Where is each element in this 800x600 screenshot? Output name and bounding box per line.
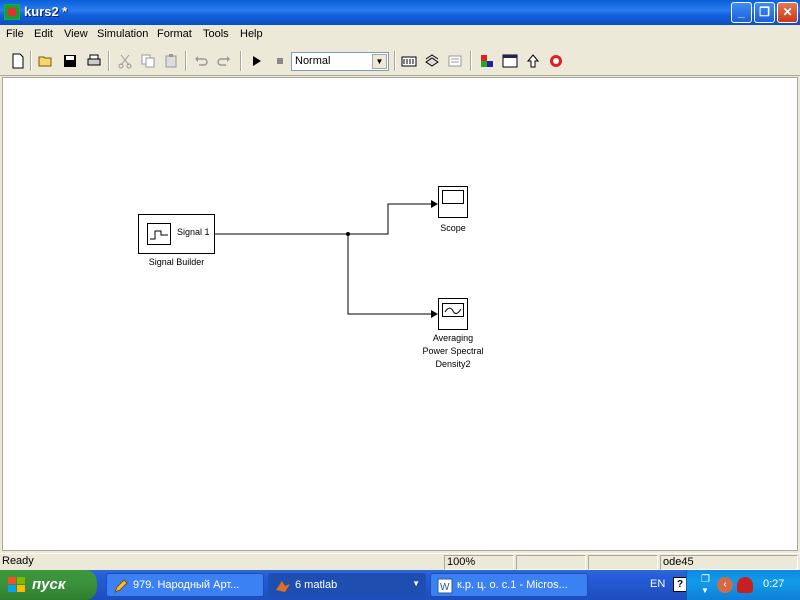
task-button-matlab[interactable]: 6 matlab ▼ [268, 573, 426, 597]
toolbar-separator [30, 51, 32, 71]
simulink-app-icon[interactable] [4, 4, 20, 20]
psd-caption-line2: Power Spectral [422, 346, 484, 356]
antivirus-shield-icon[interactable] [737, 577, 753, 593]
signal-builder-caption: Signal Builder [148, 257, 205, 267]
psd-caption-line3: Density2 [435, 359, 471, 369]
arrowhead-psd [431, 310, 438, 318]
task-label: 6 matlab [295, 579, 338, 591]
task-button-word[interactable]: W к.р. ц. о. с.1 - Micros... [430, 573, 588, 597]
signal-builder-icon [147, 223, 171, 245]
go-to-parent-icon[interactable] [525, 53, 541, 69]
scope-screen-icon [442, 190, 464, 204]
redo-icon[interactable] [216, 53, 232, 69]
menu-format[interactable]: Format [157, 28, 192, 40]
help-icon[interactable]: ? [673, 577, 687, 592]
update-diagram-icon[interactable] [424, 53, 440, 69]
cut-icon[interactable] [117, 53, 133, 69]
solver-name: ode45 [660, 555, 798, 570]
chevron-down-icon[interactable]: ▼ [701, 586, 709, 595]
toolbar-separator [394, 51, 396, 71]
expand-tray-icon[interactable]: ‹ [717, 577, 733, 593]
psd-spectrum-icon [442, 303, 464, 317]
task-label: 979. Народный Арт... [133, 579, 240, 591]
task-label: к.р. ц. о. с.1 - Micros... [457, 579, 568, 591]
menu-bar: File Edit View Simulation Format Tools H… [0, 25, 800, 45]
word-icon: W [437, 578, 453, 594]
status-cell-empty [516, 555, 586, 570]
toolbar-separator [470, 51, 472, 71]
menu-edit[interactable]: Edit [34, 28, 53, 40]
windows-logo-icon [8, 577, 25, 592]
status-text: Ready [2, 555, 34, 567]
arrowhead-scope [431, 200, 438, 208]
title-bar: kurs2 * _ ❐ ✕ [0, 0, 800, 25]
restore-button[interactable]: ❐ [754, 2, 775, 23]
copy-icon[interactable] [140, 53, 156, 69]
paste-icon[interactable] [163, 53, 179, 69]
signal-line-to-psd[interactable] [347, 234, 436, 315]
matlab-icon [276, 581, 290, 592]
psd-caption-line1: Averaging [432, 333, 474, 343]
menu-view[interactable]: View [64, 28, 88, 40]
scope-block[interactable] [438, 186, 468, 218]
zoom-level: 100% [444, 555, 514, 570]
print-icon[interactable] [86, 53, 102, 69]
start-button[interactable]: пуск [0, 570, 97, 600]
signal-line-to-scope[interactable] [348, 203, 436, 235]
task-button-browser[interactable]: 979. Народный Арт... [106, 573, 264, 597]
taskbar: пуск 979. Народный Арт... 6 matlab ▼ W к… [0, 570, 800, 600]
menu-file[interactable]: File [6, 28, 24, 40]
chevron-down-icon[interactable]: ▼ [372, 54, 387, 69]
signal-builder-block[interactable]: Signal 1 [138, 214, 215, 254]
undo-icon[interactable] [193, 53, 209, 69]
build-icon[interactable] [401, 53, 417, 69]
model-canvas[interactable]: Signal 1 Signal Builder Scope Averaging … [2, 77, 798, 551]
model-advisor-icon[interactable] [447, 53, 463, 69]
save-icon[interactable] [62, 53, 78, 69]
system-tray: ❐ ▼ ‹ 0:27 [686, 570, 800, 600]
signal-lines [214, 200, 438, 318]
toolbar-separator [108, 51, 110, 71]
psd-caption: Averaging Power Spectral Density2 [408, 332, 498, 371]
window-title: kurs2 * [24, 4, 68, 19]
clock: 0:27 [763, 578, 785, 590]
menu-help[interactable]: Help [240, 28, 263, 40]
toolbar-separator [185, 51, 187, 71]
tray-window-icon[interactable]: ❐ [701, 574, 710, 585]
menu-tools[interactable]: Tools [203, 28, 229, 40]
model-explorer-icon[interactable] [502, 53, 518, 69]
close-button[interactable]: ✕ [777, 2, 798, 23]
menu-simulation[interactable]: Simulation [97, 28, 149, 40]
new-model-icon[interactable] [10, 53, 26, 69]
simulation-mode-value: Normal [295, 55, 331, 67]
language-indicator[interactable]: EN [650, 578, 666, 590]
start-label: пуск [32, 576, 66, 593]
debug-icon[interactable] [548, 53, 564, 69]
toolbar [0, 46, 800, 76]
psd-block[interactable] [438, 298, 468, 330]
status-cell-empty [588, 555, 658, 570]
svg-text:W: W [440, 582, 450, 593]
toolbar-separator [240, 51, 242, 71]
simulation-mode-select[interactable]: Normal ▼ [291, 52, 389, 71]
stop-icon[interactable] [272, 53, 288, 69]
play-icon[interactable] [249, 53, 265, 69]
signal-builder-output-label: Signal 1 [177, 227, 210, 237]
open-folder-icon[interactable] [38, 53, 54, 69]
scope-caption: Scope [440, 223, 466, 233]
status-bar: Ready 100% ode45 [0, 553, 800, 570]
pencil-icon [114, 579, 128, 593]
library-browser-icon[interactable] [479, 53, 495, 69]
chevron-down-icon: ▼ [412, 579, 420, 588]
minimize-button[interactable]: _ [731, 2, 752, 23]
